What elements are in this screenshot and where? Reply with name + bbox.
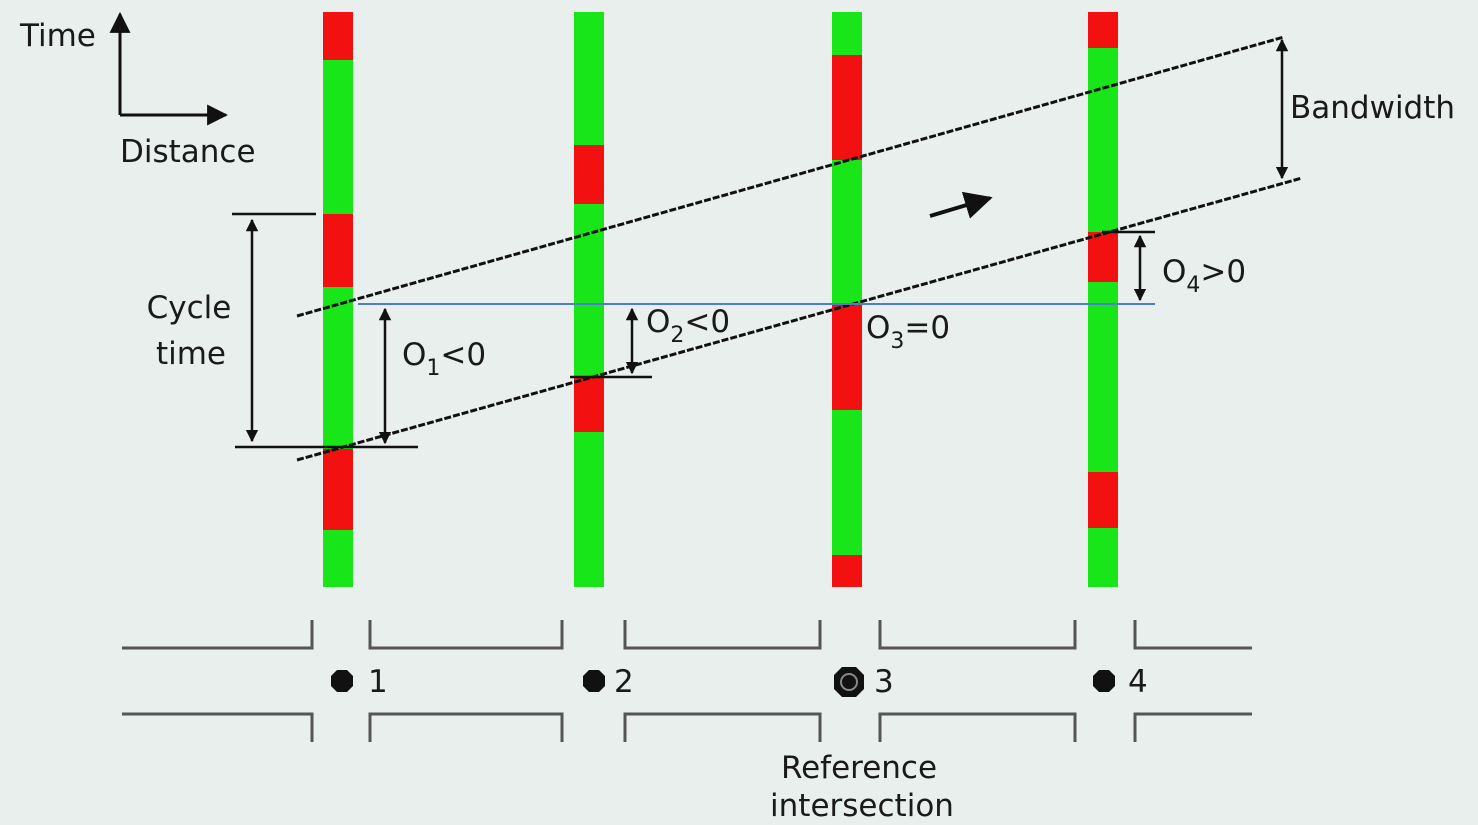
signal-bar-3 <box>832 12 862 587</box>
reference-signal-ring <box>840 673 858 691</box>
signal-4-green-phase <box>1088 282 1118 472</box>
signal-4-green-phase <box>1088 528 1118 587</box>
signal-1-icon <box>331 670 353 692</box>
offset-2: O2<0 <box>570 304 730 379</box>
signal-2-green-phase <box>574 204 604 376</box>
signal-3-green-phase <box>832 12 862 55</box>
signal-3-red-phase <box>832 305 862 410</box>
signal-4-red-phase <box>1088 472 1118 528</box>
intersection-3-label: 3 <box>874 664 894 700</box>
offset-4: O4>0 <box>1102 230 1246 302</box>
signal-bars <box>323 12 1118 587</box>
signal-2-red-phase <box>574 145 604 204</box>
band-upper-edge <box>296 35 1285 318</box>
signal-2-green-phase <box>574 432 604 587</box>
intersection-1-label: 1 <box>368 664 388 700</box>
cycle-time-label-line2: time <box>156 336 226 372</box>
offset-2-label: O2<0 <box>646 304 730 348</box>
signal-bar-4 <box>1088 12 1118 587</box>
offset-3-label: O3=0 <box>866 310 950 354</box>
time-axis-label: Time <box>19 18 96 54</box>
reference-signal-icon <box>834 667 864 697</box>
road-schematic <box>122 620 1252 742</box>
signal-3-green-phase <box>832 410 862 555</box>
intersection-1: 1 <box>331 664 388 700</box>
intersection-4-label: 4 <box>1128 664 1148 700</box>
signal-1-red-phase <box>323 12 353 60</box>
signal-4-red-phase <box>1088 12 1118 48</box>
intersection-2-label: 2 <box>614 664 634 700</box>
reference-caption-line1: Reference <box>781 750 937 786</box>
road-upper-edge <box>122 620 1252 650</box>
signal-2-icon <box>583 670 605 692</box>
axis-indicator: Time Distance <box>19 11 256 170</box>
band-lower-edge <box>296 176 1303 462</box>
reference-caption-line2: intersection <box>770 788 954 824</box>
offset-4-label: O4>0 <box>1162 254 1246 298</box>
signal-4-red-phase <box>1088 232 1118 282</box>
intersection-4: 4 <box>1093 664 1148 700</box>
cycle-time-dimension: Cycle time <box>147 212 418 449</box>
intersection-3: 3 <box>834 664 894 700</box>
distance-axis-label: Distance <box>120 134 256 170</box>
signal-4-icon <box>1093 670 1115 692</box>
signal-bar-2 <box>574 12 604 587</box>
signal-1-green-phase <box>323 530 353 587</box>
cycle-time-label-line1: Cycle <box>147 290 232 326</box>
signal-1-red-phase <box>323 449 353 530</box>
signal-1-green-phase <box>323 287 353 449</box>
signal-bar-1 <box>323 12 353 587</box>
signal-3-green-phase <box>832 160 862 305</box>
offset-1: O1<0 <box>378 307 486 445</box>
offset-1-label: O1<0 <box>402 337 486 381</box>
offset-3: O3=0 <box>866 310 950 354</box>
intersection-2: 2 <box>583 664 634 700</box>
road-lower-edge <box>122 712 1252 742</box>
signal-2-green-phase <box>574 12 604 145</box>
signal-2-red-phase <box>574 376 604 432</box>
signal-4-green-phase <box>1088 48 1118 232</box>
signal-3-red-phase <box>832 555 862 587</box>
signal-1-green-phase <box>323 60 353 214</box>
green-band <box>296 35 1303 462</box>
bandwidth-label: Bandwidth <box>1290 90 1455 126</box>
signal-3-red-phase <box>832 55 862 160</box>
signal-1-red-phase <box>323 214 353 287</box>
bandwidth-dimension: Bandwidth <box>1275 38 1455 180</box>
travel-direction-arrow <box>929 191 993 219</box>
